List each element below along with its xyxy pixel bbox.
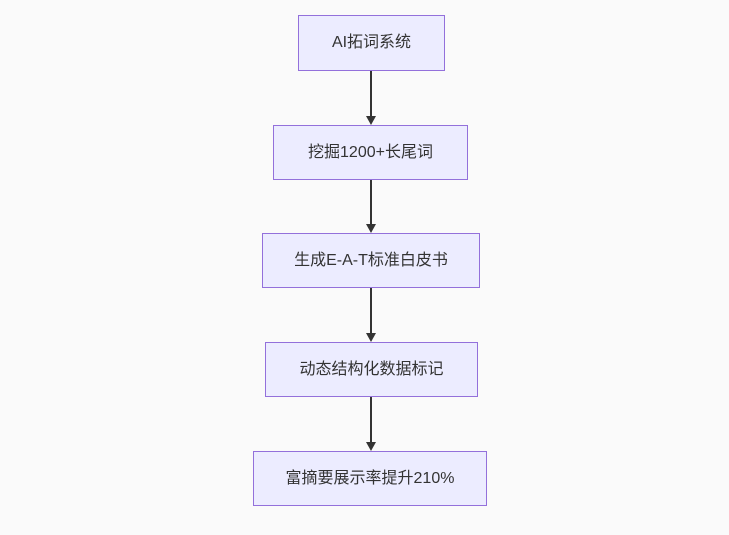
flow-node-eat-whitepaper: 生成E-A-T标准白皮书 [262,233,480,288]
flow-node-label: 挖掘1200+长尾词 [308,143,433,161]
flow-node-ai-keyword-system: AI拓词系统 [298,15,445,71]
edge-line [370,71,372,116]
edge-connector-1 [365,71,377,125]
arrowhead-down-icon [366,333,376,342]
flow-node-label: 动态结构化数据标记 [299,360,444,378]
edge-line [370,180,372,224]
edge-line [370,397,372,442]
edge-connector-2 [365,180,377,233]
flow-node-label: 生成E-A-T标准白皮书 [294,251,448,269]
edge-connector-3 [365,288,377,342]
flow-node-rich-snippet-rate: 富摘要展示率提升210% [253,451,487,506]
flow-node-label: 富摘要展示率提升210% [285,469,455,487]
flow-node-label: AI拓词系统 [331,34,412,51]
arrowhead-down-icon [366,442,376,451]
edge-connector-4 [365,397,377,451]
arrowhead-down-icon [366,116,376,125]
edge-line [370,288,372,333]
flow-node-longtail-mining: 挖掘1200+长尾词 [273,125,468,180]
flow-node-structured-data-markup: 动态结构化数据标记 [265,342,478,397]
arrowhead-down-icon [366,224,376,233]
